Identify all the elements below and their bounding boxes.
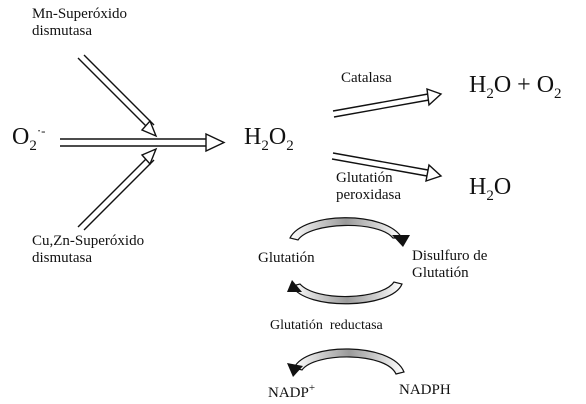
- glutathione-label: Glutatión: [258, 250, 315, 266]
- h2o2-s1: 2: [261, 137, 269, 154]
- nadp-base: NADP: [268, 385, 309, 401]
- gpx-label: Glutatión peroxidasa: [336, 170, 401, 205]
- superoxide-sup: ·-: [36, 123, 46, 138]
- gpx-arrow: [331, 152, 443, 183]
- main-dismutation-arrow: [60, 132, 226, 153]
- wo-b: O + O: [493, 72, 555, 98]
- h2o2-label: H2O2: [244, 124, 294, 155]
- gpx-line1: Glutatión: [336, 170, 393, 186]
- catalase-arrow: [332, 87, 443, 118]
- gr-label: Glutatión reductasa: [270, 318, 383, 333]
- wo-s1: 2: [486, 85, 494, 102]
- lower-cycle-arc: [287, 280, 403, 305]
- h2o2-b: O: [268, 124, 287, 150]
- superoxide-sub: 2: [29, 137, 37, 154]
- nadph-label: NADPH: [399, 382, 451, 398]
- water-label: H2O: [469, 174, 511, 205]
- nadp-sup: +: [308, 382, 316, 394]
- mn-sod-line1: Mn-Superóxido: [32, 6, 127, 22]
- nadph-arc: [287, 348, 405, 377]
- cuzn-sod-label: Cu,Zn-Superóxido dismutasa: [32, 233, 144, 268]
- mn-sod-label: Mn-Superóxido dismutasa: [32, 6, 127, 41]
- catalase-label: Catalasa: [341, 70, 392, 86]
- wo-s2: 2: [554, 85, 562, 102]
- w-a: H: [469, 174, 487, 200]
- water-oxygen-label: H2O + O2: [469, 72, 562, 103]
- cuzn-sod-line1: Cu,Zn-Superóxido: [32, 233, 145, 249]
- disulfide-line2: Glutatión: [412, 265, 469, 282]
- mn-sod-line2: dismutasa: [32, 23, 92, 40]
- gpx-line2: peroxidasa: [336, 187, 401, 204]
- disulfide-label: Disulfuro de Glutatión: [412, 248, 487, 283]
- mn-sod-arrow: [77, 54, 158, 138]
- superoxide-base: O: [12, 124, 30, 150]
- w-s1: 2: [486, 187, 494, 204]
- cuzn-sod-line2: dismutasa: [32, 250, 92, 267]
- h2o2-a: H: [244, 124, 262, 150]
- disulfide-line1: Disulfuro de: [412, 248, 488, 264]
- w-b: O: [493, 174, 512, 200]
- nadp-label: NADP+: [268, 382, 315, 402]
- h2o2-s2: 2: [286, 137, 294, 154]
- wo-a: H: [469, 72, 487, 98]
- superoxide-label: O2·-: [12, 123, 46, 155]
- upper-cycle-arc: [289, 217, 410, 247]
- cuzn-sod-arrow: [77, 147, 158, 231]
